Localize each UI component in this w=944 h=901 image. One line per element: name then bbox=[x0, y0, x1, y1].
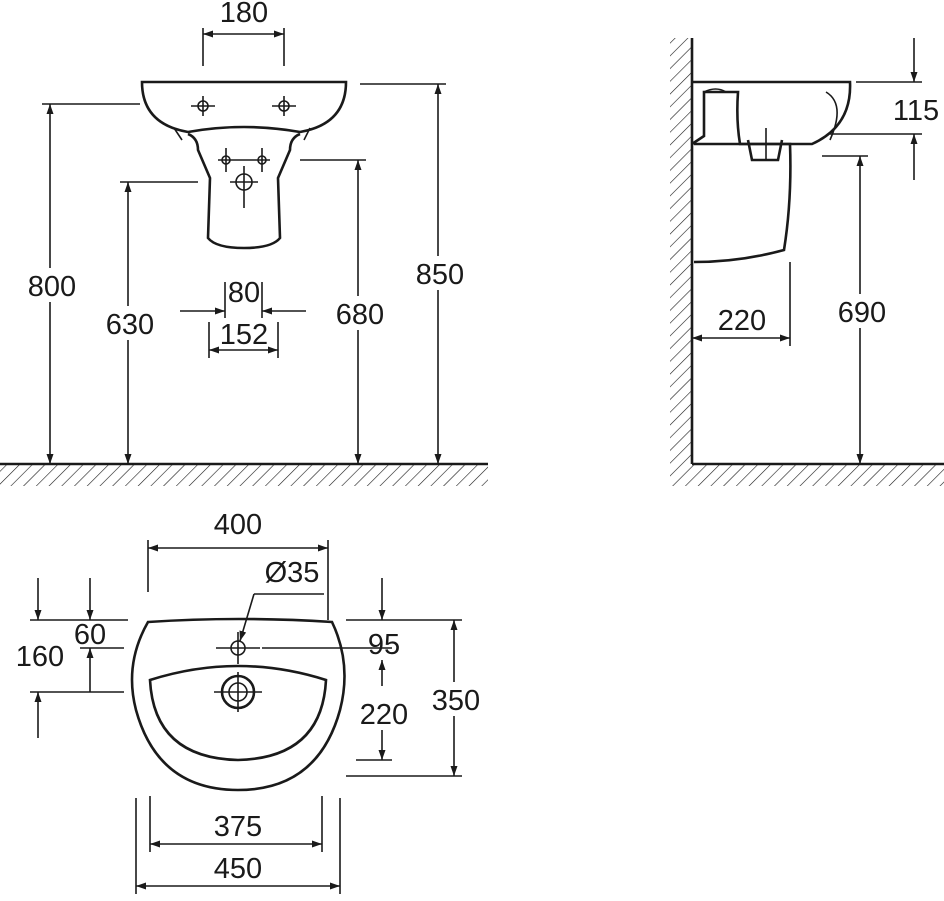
dim-80-label: 80 bbox=[228, 277, 260, 309]
dim-850-label: 850 bbox=[416, 259, 464, 291]
side-floor-hatch bbox=[692, 464, 944, 486]
dim-800-label: 800 bbox=[28, 271, 76, 303]
dim-400: 400 bbox=[147, 509, 329, 620]
dim-690: 690 bbox=[822, 155, 892, 464]
top-tap-hole bbox=[216, 632, 260, 664]
dim-350: 350 bbox=[346, 620, 486, 777]
dim-220-top: 220 bbox=[356, 660, 408, 761]
dim-180-label: 180 bbox=[220, 0, 268, 29]
side-basin-lip bbox=[703, 88, 727, 93]
dim-160: 160 bbox=[16, 578, 124, 738]
dim-115: 115 bbox=[830, 38, 939, 180]
dim-400-label: 400 bbox=[214, 509, 262, 541]
dim-tap-hole-label: Ø35 bbox=[265, 557, 320, 589]
side-wall-hatch bbox=[670, 38, 692, 486]
dim-152-label: 152 bbox=[220, 319, 268, 351]
dim-tap-hole: Ø35 bbox=[239, 557, 324, 642]
dim-690-label: 690 bbox=[838, 297, 886, 329]
dim-220-top-label: 220 bbox=[360, 699, 408, 731]
front-floor-hatch bbox=[0, 464, 488, 486]
dim-680: 680 bbox=[300, 159, 390, 464]
dim-450: 450 bbox=[135, 798, 341, 894]
top-basin-bowl bbox=[148, 664, 328, 762]
dim-115-label: 115 bbox=[893, 95, 939, 127]
dim-180: 180 bbox=[202, 0, 285, 66]
side-basin-profile bbox=[691, 80, 852, 146]
front-view: 180 800 630 80 152 bbox=[0, 0, 488, 486]
dim-60: 60 bbox=[74, 578, 124, 692]
front-basin-detail bbox=[173, 127, 311, 141]
front-basin-outline bbox=[140, 80, 348, 134]
dim-160-label: 160 bbox=[16, 641, 64, 673]
dim-80: 80 bbox=[180, 277, 306, 318]
dim-375: 375 bbox=[149, 796, 323, 852]
dim-152: 152 bbox=[208, 319, 279, 358]
top-basin-outer bbox=[130, 617, 346, 792]
dim-375-label: 375 bbox=[214, 811, 262, 843]
front-pedestal bbox=[187, 132, 301, 250]
dim-680-label: 680 bbox=[336, 299, 384, 331]
dim-60-label: 60 bbox=[74, 619, 106, 651]
top-waste bbox=[214, 672, 262, 712]
front-tap-holes bbox=[191, 96, 296, 116]
dim-350-label: 350 bbox=[432, 685, 480, 717]
dim-850: 850 bbox=[360, 83, 470, 464]
dim-95: 95 bbox=[262, 578, 462, 661]
dim-220-side-label: 220 bbox=[718, 305, 766, 337]
dim-95-label: 95 bbox=[368, 629, 400, 661]
dim-800: 800 bbox=[20, 103, 140, 464]
dim-450-label: 450 bbox=[214, 853, 262, 885]
dim-630: 630 bbox=[98, 181, 198, 464]
side-waste bbox=[746, 139, 784, 162]
dim-220-side: 220 bbox=[692, 262, 791, 346]
side-pedestal bbox=[693, 142, 792, 264]
dim-630-label: 630 bbox=[106, 309, 154, 341]
top-view: 400 Ø35 60 160 95 bbox=[16, 509, 486, 894]
front-waste-details bbox=[218, 148, 270, 208]
side-view: 115 220 690 bbox=[670, 38, 944, 486]
